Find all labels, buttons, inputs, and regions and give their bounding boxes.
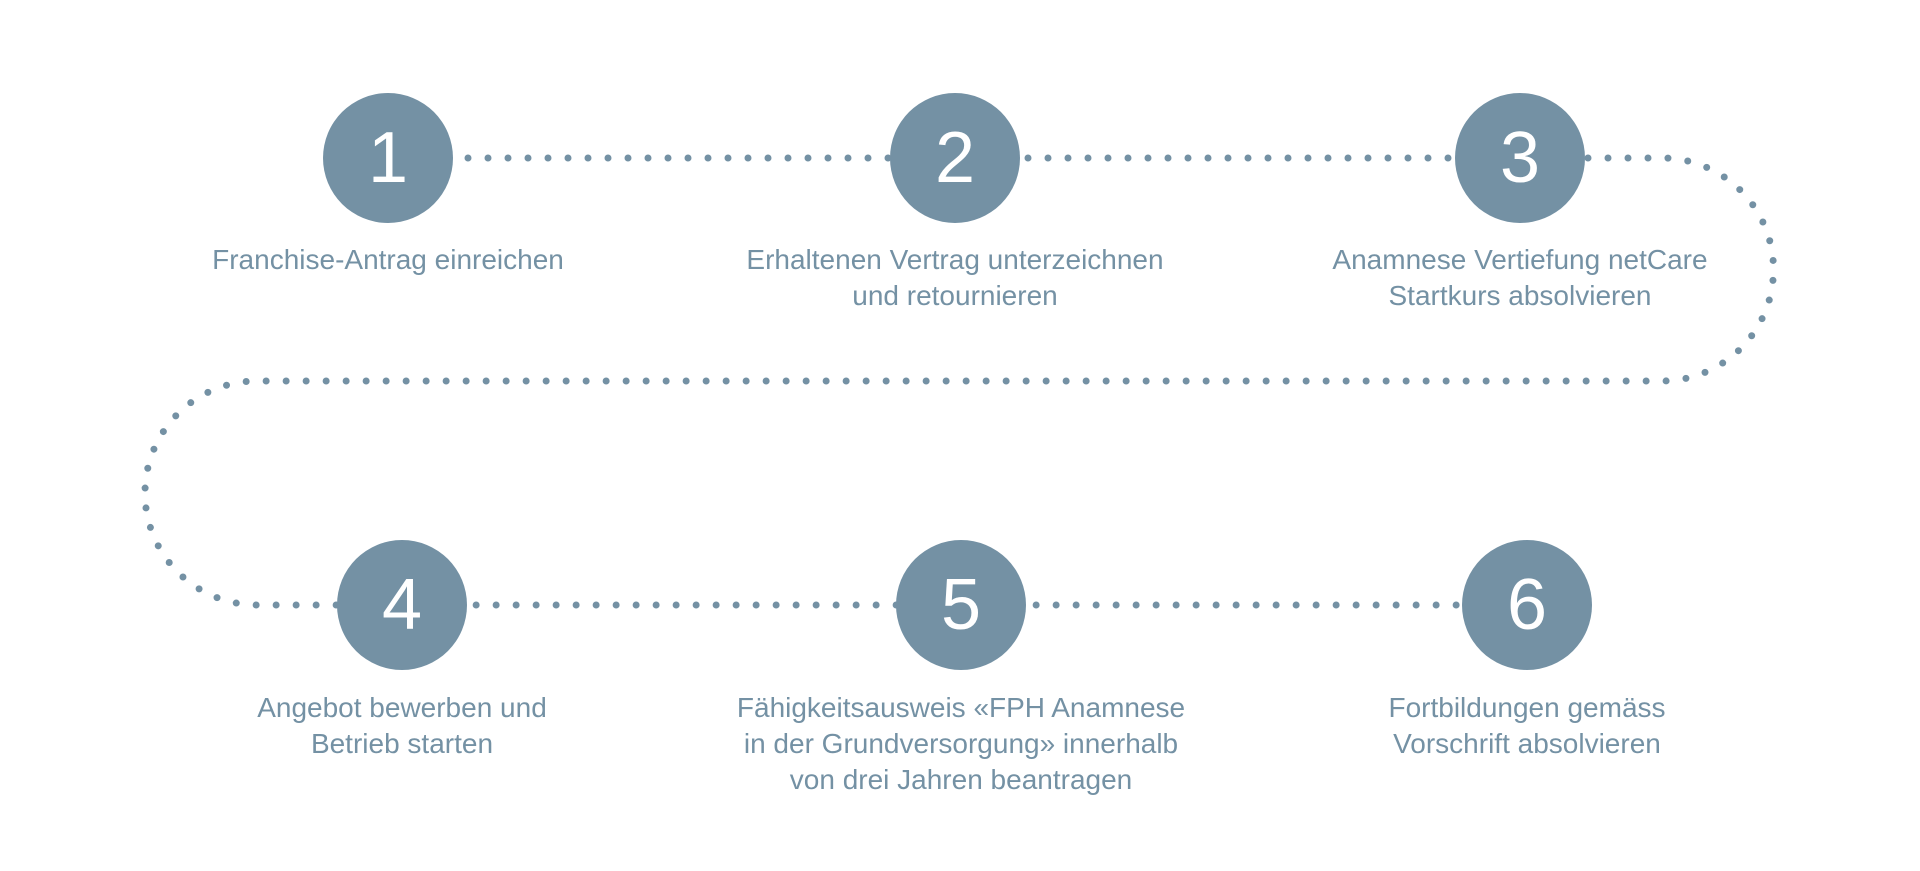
step-2-label: Erhaltenen Vertrag unterzeichnen und ret… [695,242,1215,314]
label-line: Betrieb starten [310,728,494,759]
label-line: Startkurs absolvieren [1388,280,1652,311]
step-3-label: Anamnese Vertiefung netCare Startkurs ab… [1260,242,1780,314]
label-line: Fähigkeitsausweis «FPH Anamnese [736,692,1186,723]
label-line: Anamnese Vertiefung netCare [1332,244,1708,275]
step-number: 2 [934,118,976,198]
step-number: 1 [367,118,409,198]
step-1-circle: 1 [323,93,453,223]
label-line: von drei Jahren beantragen [789,764,1133,795]
step-number: 4 [381,565,423,645]
step-number: 3 [1499,118,1541,198]
step-6-circle: 6 [1462,540,1592,670]
step-4-label: Angebot bewerben und Betrieb starten [142,690,662,762]
step-4-circle: 4 [337,540,467,670]
label-line: Erhaltenen Vertrag unterzeichnen [746,244,1164,275]
label-line: Vorschrift absolvieren [1393,728,1661,759]
dotted-connector [141,154,1777,609]
label-line: und retournieren [852,280,1058,311]
step-number: 5 [940,565,982,645]
step-1-label: Franchise-Antrag einreichen [128,242,648,278]
step-2-circle: 2 [890,93,1020,223]
step-5-circle: 5 [896,540,1026,670]
step-6-label: Fortbildungen gemäss Vorschrift absolvie… [1267,690,1787,762]
label-line: Fortbildungen gemäss [1388,692,1666,723]
step-5-label: Fähigkeitsausweis «FPH Anamnese in der G… [701,690,1221,798]
step-3-circle: 3 [1455,93,1585,223]
label-line: Angebot bewerben und [257,692,547,723]
label-line: Franchise-Antrag einreichen [212,244,564,275]
step-number: 6 [1506,565,1548,645]
label-line: in der Grundversorgung» innerhalb [743,728,1179,759]
